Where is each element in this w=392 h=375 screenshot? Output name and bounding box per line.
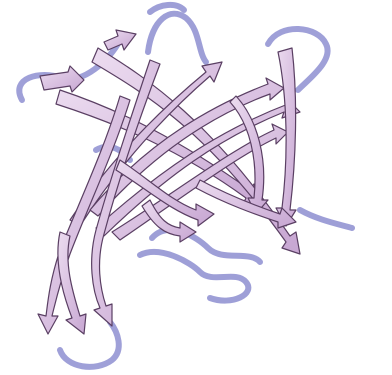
loop-right [300, 210, 352, 228]
loop-bottom-left [60, 322, 119, 367]
loop-top-right [268, 29, 328, 90]
loop-bottom-middle [140, 252, 248, 301]
loop-top-arc [150, 5, 184, 12]
loop-top-center [148, 14, 206, 62]
beta-strand-1 [40, 66, 84, 92]
beta-strand-4 [104, 30, 136, 50]
beta-strand-14 [116, 160, 214, 226]
strand-layer [38, 30, 300, 334]
